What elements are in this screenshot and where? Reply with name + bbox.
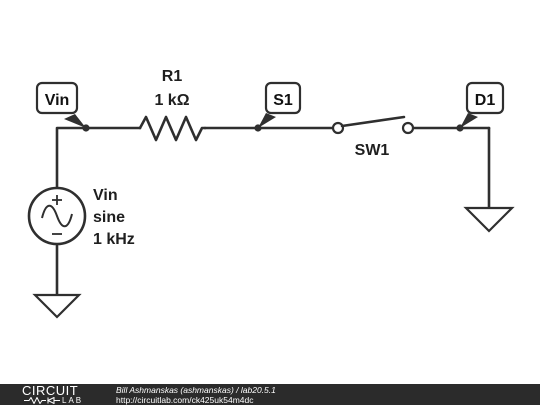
sine-source <box>27 186 87 246</box>
logo-resistor-icon <box>24 397 60 404</box>
wire-vin-to-source <box>55 126 88 190</box>
circuit-url[interactable]: http://circuitlab.com/ck425uk54m4dc <box>116 395 254 405</box>
footer-text: Bill Ashmanskas (ashmanskas) / lab20.5.1… <box>116 385 276 405</box>
logo-text-bottom: LAB <box>62 396 84 405</box>
source-name: Vin <box>93 187 118 204</box>
footer-bar: CIRCUIT LAB Bill Ashmanskas (ashmanskas)… <box>0 384 540 405</box>
author: Bill Ashmanskas (ashmanskas) / <box>116 385 241 395</box>
resistor-r1 <box>138 115 207 142</box>
logo-text-top: CIRCUIT <box>22 383 79 398</box>
node-label-s1: S1 <box>273 92 293 109</box>
ground-symbol-d1 <box>463 206 515 233</box>
node-label-d1: D1 <box>475 92 496 109</box>
source-type: sine <box>93 209 125 226</box>
node-flag-d1: D1 <box>460 81 505 128</box>
source-frequency: 1 kHz <box>93 231 135 248</box>
node-label-vin: Vin <box>45 92 70 109</box>
footer-author-line: Bill Ashmanskas (ashmanskas) / lab20.5.1 <box>116 385 276 395</box>
node-flag-vin: Vin <box>35 81 86 128</box>
circuitlab-logo: CIRCUIT LAB <box>22 384 94 405</box>
resistor-value: 1 kΩ <box>154 92 189 109</box>
circuit-title[interactable]: lab20.5.1 <box>240 385 276 395</box>
switch-name: SW1 <box>355 142 390 159</box>
ground-symbol-source <box>32 293 82 319</box>
resistor-name: R1 <box>162 68 183 85</box>
node-flag-s1: S1 <box>258 81 302 128</box>
circuit-schematic: Vin S1 D1 R1 1 kΩ SW1 Vin sine 1 kHz <box>27 68 515 319</box>
switch-sw1 <box>331 115 415 135</box>
